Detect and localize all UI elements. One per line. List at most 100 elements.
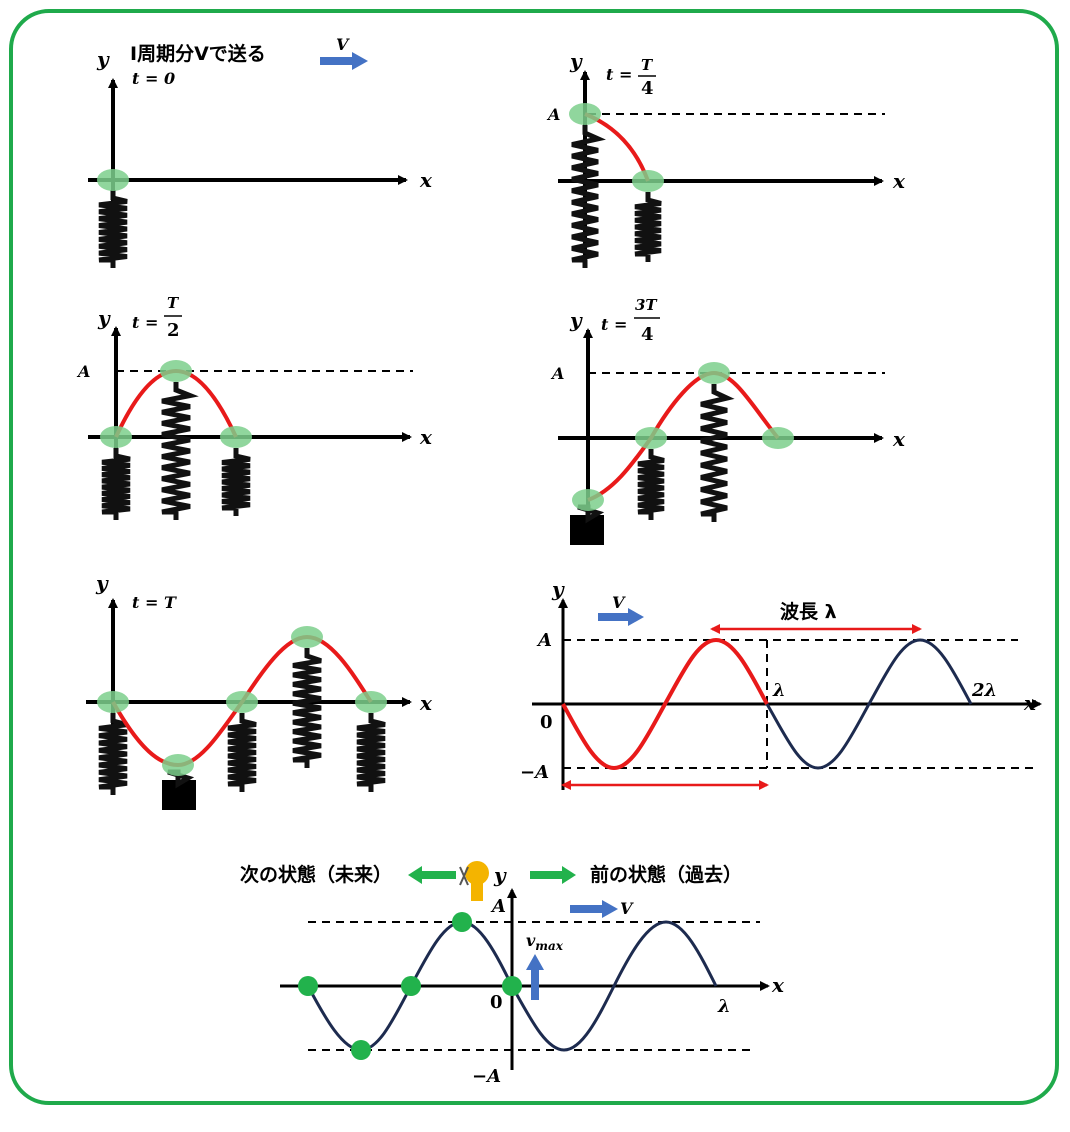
green-left-arrow-icon [408,866,456,884]
y-label: y [95,571,109,595]
x-label: x [419,691,433,715]
y-label: y [569,49,583,73]
spring [101,448,131,520]
spring [98,713,128,795]
node [220,426,252,448]
amplitude-label: A [536,630,552,651]
next-state-label: 次の状態（未来） [240,863,392,886]
amplitude-label: A [546,105,560,124]
x-label: x [892,427,906,451]
node [698,362,730,384]
y-label: y [96,47,110,71]
spring-coil [221,448,251,516]
wave-curve-navy [765,638,973,770]
node [569,103,601,125]
spring-coil [356,713,386,792]
time-denominator: 4 [641,78,654,99]
spring [571,125,606,268]
time-numerator: 3T [635,296,658,314]
x-label: x [771,973,785,997]
panel-t-three-quarter: y x A t = 3T 4 [550,296,906,545]
x-label: x [419,168,433,192]
node [635,427,667,449]
two-lambda-label: 2λ [971,680,997,701]
node [572,489,604,511]
amplitude-label: A [550,364,564,383]
panel-wavelength: y x 波長 λ A 0 −A λ 2λ V [520,577,1042,790]
time-label: t = [606,65,632,84]
node [401,976,421,996]
outer-frame [9,9,1059,1105]
node [351,1040,371,1060]
node [160,360,192,382]
time-numerator: T [641,56,654,74]
node [355,691,387,713]
vmax-label: vmax [526,931,564,953]
prev-state-label: 前の状態（過去） [590,863,742,886]
node [762,427,794,449]
lightbulb-icon [459,861,489,901]
neg-amplitude-label: −A [472,1066,501,1087]
lambda-label: λ [717,996,731,1017]
node [291,626,323,648]
spring [634,192,662,262]
panel-t-full: y x t = T [86,571,433,810]
x-label: x [1023,691,1037,715]
y-label: y [493,863,507,887]
x-label: x [892,169,906,193]
node [452,912,472,932]
velocity-label: V [336,35,350,54]
vmax-arrow-icon [526,954,544,1000]
amplitude-label: A [76,362,90,381]
time-label: t = 0 [132,69,175,88]
node [298,976,318,996]
spring-coil [637,449,665,520]
amplitude-label: A [490,896,506,917]
spring-coil [634,192,662,262]
zero-label: 0 [540,712,553,733]
spring [292,648,322,768]
panel-t-half: y x A t = T 2 [76,294,433,520]
node [502,976,522,996]
velocity-arrow-icon [570,900,618,918]
node [162,754,194,776]
lambda-label: λ [772,680,786,701]
wavelength-label: 波長 λ [780,600,837,623]
wave-curve [587,370,780,502]
spring-coil [292,648,322,768]
time-label: t = [132,313,158,332]
node [632,170,664,192]
spring [356,713,386,792]
panel-t0: y x I周期分Vで送る t = 0 V [88,35,433,268]
time-numerator: T [167,294,180,312]
time-label: t = T [132,593,177,612]
spring [700,384,735,522]
spring [227,713,257,792]
panel-title: I周期分Vで送る [130,42,266,65]
velocity-label: V [620,899,634,918]
spring-coil [101,448,131,520]
node [97,691,129,713]
node [226,691,258,713]
spring-coil [227,713,257,792]
panel-past-future: 次の状態（未来） 前の状態（過去） y x A 0 −A λ V vmax [240,861,785,1087]
velocity-arrow-icon [598,608,644,626]
green-right-arrow-icon [530,866,576,884]
neg-amplitude-label: −A [520,762,549,783]
spring-coil [161,382,199,520]
time-denominator: 2 [167,320,180,341]
y-label: y [569,308,583,332]
time-label: t = [601,315,627,334]
panel-t-quarter: y x A t = T 4 [546,49,906,268]
node [97,169,129,191]
node [100,426,132,448]
spring-coil [98,190,128,268]
zero-label: 0 [490,992,503,1013]
velocity-label: V [612,593,626,612]
spring-coil [98,713,128,795]
spring [161,382,199,520]
y-label: y [551,577,565,601]
time-denominator: 4 [641,324,654,345]
spring [637,449,665,520]
